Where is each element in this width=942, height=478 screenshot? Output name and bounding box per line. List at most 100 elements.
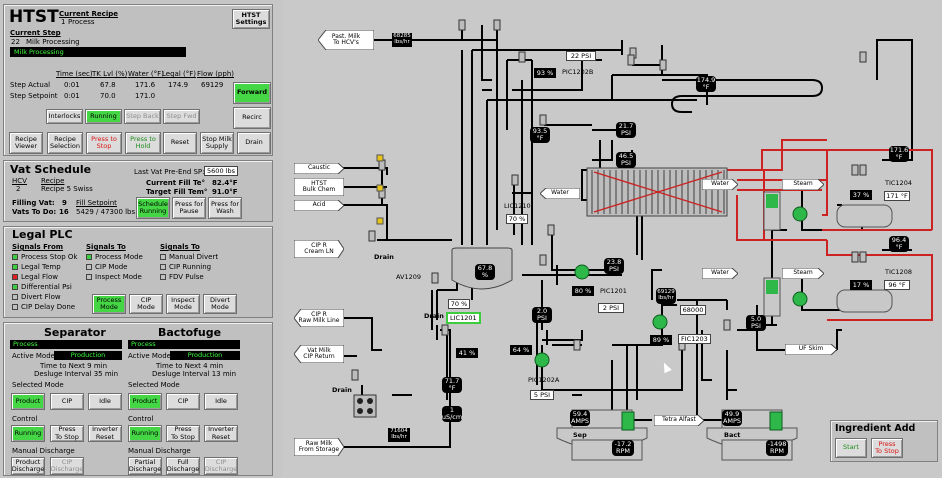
- press-for-pause-button[interactable]: Press for Pause: [172, 197, 206, 219]
- bact-partial-discharge-button[interactable]: Partial Discharge: [128, 457, 162, 475]
- sep-cip-button[interactable]: CIP: [50, 393, 84, 410]
- lic1201-tag: LIC1201: [446, 312, 481, 324]
- flow-mid-readout: 69129 lbs/hr: [656, 288, 676, 304]
- actual-time: 0:01: [64, 81, 80, 89]
- signals-to-label: Signals To: [86, 243, 126, 251]
- recirc-button[interactable]: Recirc: [233, 107, 271, 129]
- sep-rpm-readout: -17.2 RPM: [612, 440, 634, 456]
- cip-cream-flag: CIP R Cream LN: [294, 240, 344, 258]
- signal-from-indicator: [12, 254, 18, 260]
- press-to-stop-button[interactable]: Press to Stop: [86, 132, 122, 154]
- htst-settings-button[interactable]: HTST Settings: [232, 9, 270, 29]
- bact-control-label: Control: [128, 415, 154, 423]
- bact-full-discharge-button[interactable]: Full Discharge: [166, 457, 200, 475]
- bact-active-text: Production: [187, 351, 223, 359]
- ingredient-start-button[interactable]: Start: [835, 438, 867, 458]
- target-fill-value: 91.0°F: [212, 188, 238, 196]
- interlocks-button[interactable]: Interlocks: [46, 109, 83, 124]
- sep-product-discharge-button[interactable]: Product Discharge: [11, 457, 45, 475]
- signal-from-label: Legal Temp: [21, 263, 61, 271]
- inspect-mode-button[interactable]: Inspect Mode: [166, 294, 200, 314]
- signal-to2-label: FDV Pulse: [169, 273, 204, 281]
- cip-mode-button[interactable]: CIP Mode: [129, 294, 163, 314]
- bact-label: Bact: [724, 431, 741, 439]
- col-legal: Legal (°F): [162, 70, 196, 78]
- signal-to2-indicator: [160, 264, 166, 270]
- sep-desluge: Desluge Interval 35 min: [34, 370, 119, 378]
- sep-product-button[interactable]: Product: [11, 393, 45, 410]
- signal-to-label: CIP Mode: [95, 263, 128, 271]
- drain3-tag: Drain: [332, 386, 352, 394]
- sep-idle-button[interactable]: Idle: [88, 393, 122, 410]
- sep-press-to-stop-button[interactable]: Press To Stop: [50, 425, 84, 442]
- current-fill-label: Current Fill Te°: [146, 179, 206, 187]
- row-actual-label: Step Actual: [10, 81, 51, 89]
- caustic-flag: Caustic: [294, 163, 344, 174]
- caustic-text: Caustic: [307, 164, 331, 172]
- current-step-label: Current Step: [10, 29, 61, 37]
- pic1202b-tag: PIC1202B: [562, 68, 594, 76]
- last-vat-value[interactable]: 5600 lbs: [204, 166, 238, 176]
- water-text-1: Water: [551, 189, 569, 197]
- ingredient-stop-button[interactable]: Press To Stop: [871, 438, 903, 458]
- pct70a-box: 70 %: [506, 214, 528, 224]
- signals-from-label: Signals From: [12, 243, 64, 251]
- lock-icons: [376, 154, 384, 225]
- stop-milk-supply-button[interactable]: Stop Milk Supply: [200, 132, 234, 154]
- av1209-tag: AV1209: [396, 273, 422, 281]
- htst-title: HTST: [9, 7, 59, 27]
- target-fill-label: Target Fill Tem°: [146, 188, 208, 196]
- bactofuge-status-text: Process: [131, 340, 156, 348]
- signal-from-indicator: [12, 294, 18, 300]
- divert-mode-button[interactable]: Divert Mode: [203, 294, 237, 314]
- steam-flag-1: Steam: [782, 179, 824, 190]
- forward-button[interactable]: Forward: [233, 82, 271, 104]
- filling-vat-value: 9: [62, 199, 67, 207]
- drain-button[interactable]: Drain: [237, 132, 271, 154]
- sep-running-button[interactable]: Running: [11, 425, 45, 442]
- bact-inverter-reset-button[interactable]: Inverter Reset: [204, 425, 238, 442]
- tank-level-readout: 67.8 %: [475, 264, 495, 280]
- signal-to-label: Inspect Mode: [95, 273, 142, 281]
- bact-desluge: Desluge Interval 13 min: [152, 370, 237, 378]
- t171-box: 171 °F: [884, 191, 910, 201]
- sep-active-value: Production: [54, 351, 122, 360]
- drain2-tag: Drain: [424, 312, 444, 320]
- running-button[interactable]: Running: [85, 109, 122, 124]
- pct70b-box: 70 %: [448, 299, 470, 309]
- pic1202a-tag: PIC1202A: [528, 376, 560, 384]
- vat-schedule-panel: Vat Schedule Last Vat Pre-End SP: 5600 l…: [3, 160, 273, 222]
- sep-label: Sep: [573, 431, 587, 439]
- pic1201-tag: PIC1201: [600, 287, 627, 295]
- signal-to-indicator: [86, 274, 92, 280]
- process-mode-button[interactable]: Process Mode: [92, 294, 126, 314]
- reset-button[interactable]: Reset: [163, 132, 197, 154]
- water-flag-3: Water: [702, 268, 738, 279]
- step-fwd-button[interactable]: Step Fwd: [163, 109, 200, 124]
- bact-cip-button[interactable]: CIP: [166, 393, 200, 410]
- signal-to2-indicator: [160, 274, 166, 280]
- signal-to2-label: Manual Divert: [169, 253, 219, 261]
- bactofuge-title: Bactofuge: [158, 326, 222, 339]
- psi2-box: 2 PSI: [598, 303, 624, 313]
- signal-from-label: CIP Delay Done: [21, 303, 76, 311]
- bact-product-button[interactable]: Product: [128, 393, 162, 410]
- htst-panel: HTST Current Recipe 1 Process HTST Setti…: [3, 4, 273, 156]
- bact-idle-button[interactable]: Idle: [204, 393, 238, 410]
- past-milk-text: Past. Milk To HCV's: [331, 32, 361, 46]
- press-for-wash-button[interactable]: Press for Wash: [208, 197, 242, 219]
- step-back-button[interactable]: Step Back: [124, 109, 161, 124]
- schedule-running-button[interactable]: Schedule Running: [136, 197, 170, 219]
- bact-cip-discharge-button[interactable]: CIP Discharge: [204, 457, 238, 475]
- sep-inverter-reset-button[interactable]: Inverter Reset: [88, 425, 122, 442]
- pumps: [534, 206, 808, 368]
- vats-to-do-value: 16: [59, 208, 69, 216]
- bact-running-button[interactable]: Running: [128, 425, 162, 442]
- sep-cip-discharge-button[interactable]: CIP Discharge: [50, 457, 84, 475]
- recipe-viewer-button[interactable]: Recipe Viewer: [9, 132, 43, 154]
- recipe-selection-button[interactable]: Recipe Selection: [47, 132, 83, 154]
- press-to-hold-button[interactable]: Press to Hold: [125, 132, 161, 154]
- bact-press-to-stop-button[interactable]: Press To Stop: [166, 425, 200, 442]
- signal-from-label: Process Stop Ok: [21, 253, 78, 261]
- legal-plc-title: Legal PLC: [12, 228, 73, 241]
